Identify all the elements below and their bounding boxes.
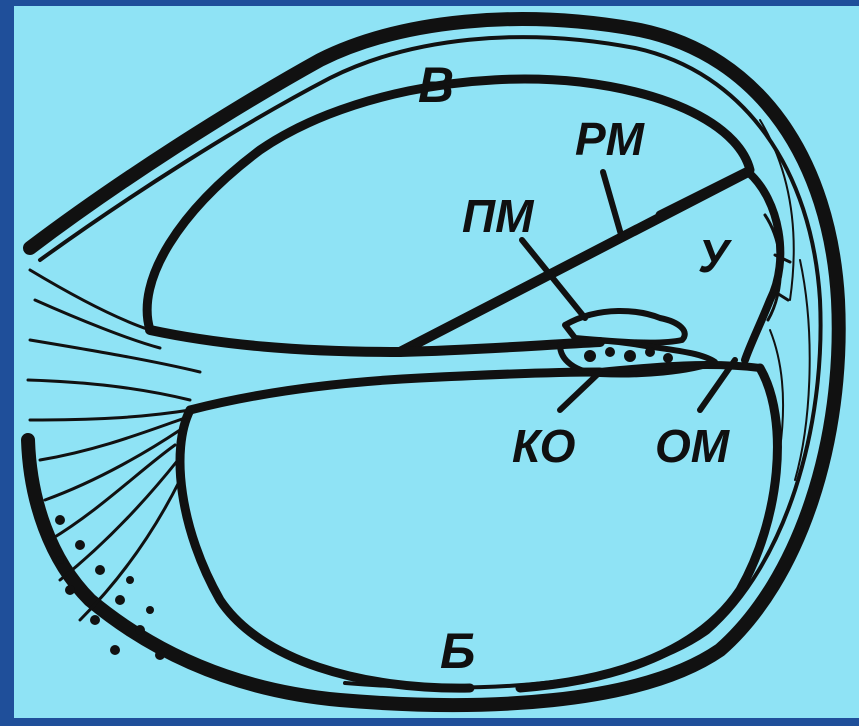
label-bottom-chamber: Б — [440, 623, 475, 679]
pointer-ko — [560, 372, 600, 410]
lower-chamber-wall — [180, 410, 470, 688]
label-tectorial-membrane: ПМ — [462, 190, 535, 242]
label-top-chamber: В — [418, 57, 454, 113]
upper-chamber-wall — [147, 79, 750, 330]
label-basilar-membrane: ОМ — [655, 420, 731, 472]
reissner-membrane-line — [400, 172, 748, 352]
label-organ-of-corti: КО — [512, 420, 576, 472]
label-reissner-membrane: РМ — [575, 113, 646, 165]
label-cochlear-duct: У — [698, 230, 733, 282]
nerve-fibres — [28, 270, 200, 620]
spiral-lamina-upper — [150, 330, 600, 352]
cochlear-duct-wall — [745, 172, 780, 360]
pointer-rm — [603, 172, 622, 238]
spiral-lamina-lower — [190, 372, 600, 410]
